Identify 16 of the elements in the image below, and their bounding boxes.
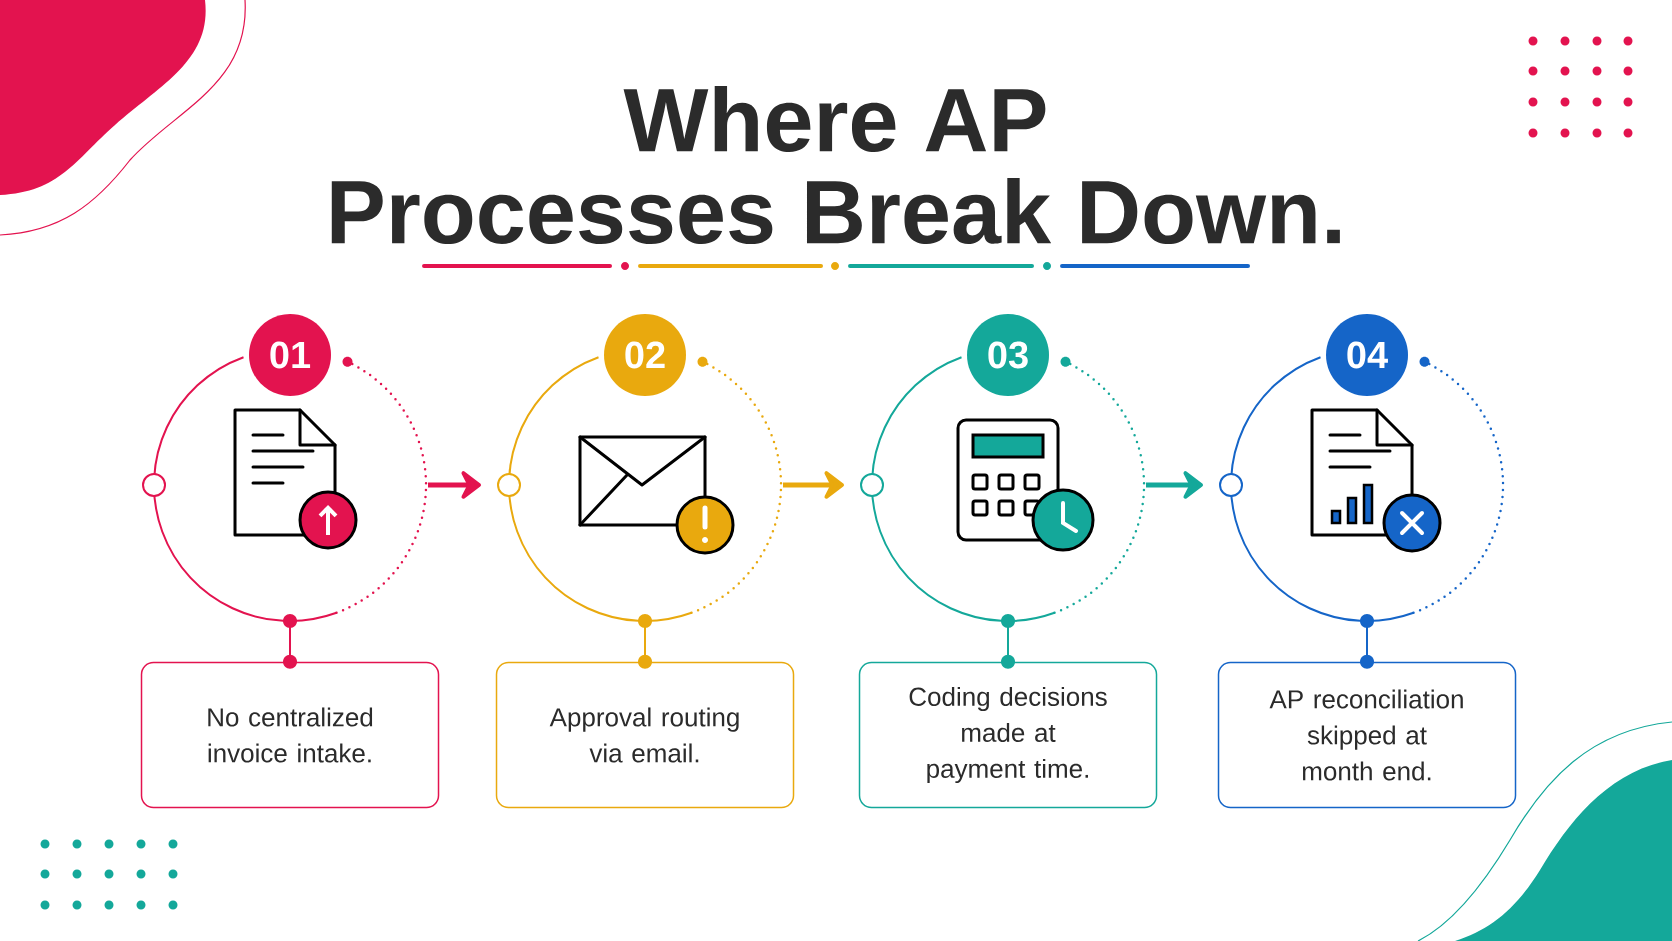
- text-box: No centralized invoice intake.: [140, 661, 440, 809]
- text-box: Coding decisions made at payment time.: [858, 661, 1158, 809]
- arrow: [428, 471, 481, 499]
- text-box: AP reconciliation skipped at month end.: [1217, 661, 1517, 809]
- connector: [283, 614, 297, 669]
- text-box: Approval routing via email.: [495, 661, 795, 809]
- connector: [1360, 614, 1374, 669]
- connector: [1001, 614, 1015, 669]
- number-badge: 01: [249, 314, 331, 396]
- arrow: [783, 471, 844, 499]
- number-badge: 02: [604, 314, 686, 396]
- number-badge: 03: [967, 314, 1049, 396]
- title: Where AP Processes Break Down.: [331, 85, 1340, 245]
- number-badge: 04: [1326, 314, 1408, 396]
- connector: [638, 614, 652, 669]
- arrow: [1146, 471, 1203, 499]
